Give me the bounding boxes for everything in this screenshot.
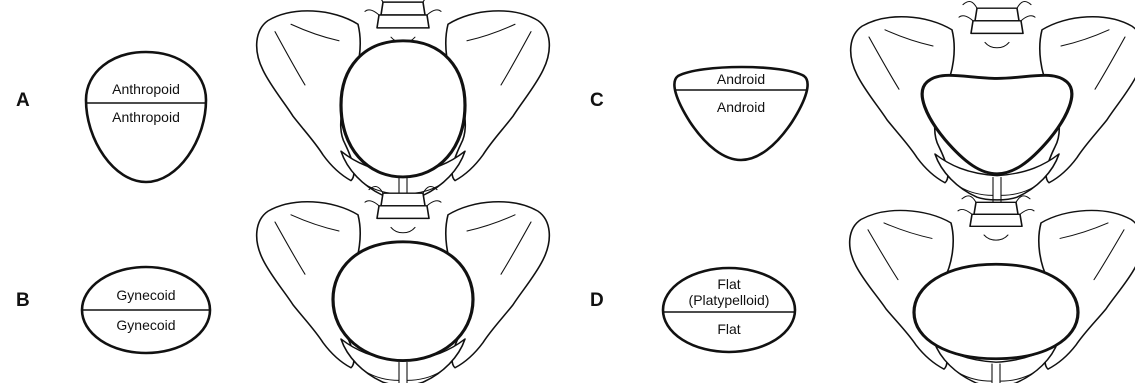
flat-top-label-line2: (Platypelloid) — [689, 292, 770, 308]
anthropoid-inlet-shape: Anthropoid Anthropoid — [86, 52, 206, 182]
gynecoid-pelvis-illustration — [257, 186, 550, 383]
panel-letter-d: D — [590, 290, 604, 311]
gynecoid-bottom-label: Gynecoid — [116, 317, 175, 333]
platypelloid-inlet-shape: Flat (Platypelloid) Flat — [663, 268, 795, 352]
panel-letter-b: B — [16, 290, 30, 311]
gynecoid-top-label: Gynecoid — [116, 287, 175, 303]
panel-letter-c: C — [590, 90, 604, 111]
panel-a: A Anthropoid Anthropoid — [16, 0, 549, 201]
panel-c: C Android Android — [590, 1, 1135, 202]
panel-letter-a: A — [16, 90, 30, 111]
android-pelvis-illustration — [851, 1, 1135, 202]
flat-bottom-label: Flat — [717, 321, 740, 337]
panel-b: B Gynecoid Gynecoid — [16, 186, 549, 383]
android-bottom-label: Android — [717, 99, 765, 115]
anthropoid-bottom-label: Anthropoid — [112, 109, 180, 125]
platypelloid-pelvis-illustration — [850, 196, 1135, 383]
anthropoid-top-label: Anthropoid — [112, 81, 180, 97]
flat-top-label-line1: Flat — [717, 276, 740, 292]
anthropoid-pelvis-illustration — [257, 0, 550, 201]
panel-d: D Flat (Platypelloid) Flat — [590, 196, 1135, 383]
android-inlet-shape: Android Android — [674, 67, 807, 160]
android-top-label: Android — [717, 71, 765, 87]
gynecoid-inlet-shape: Gynecoid Gynecoid — [82, 267, 210, 353]
